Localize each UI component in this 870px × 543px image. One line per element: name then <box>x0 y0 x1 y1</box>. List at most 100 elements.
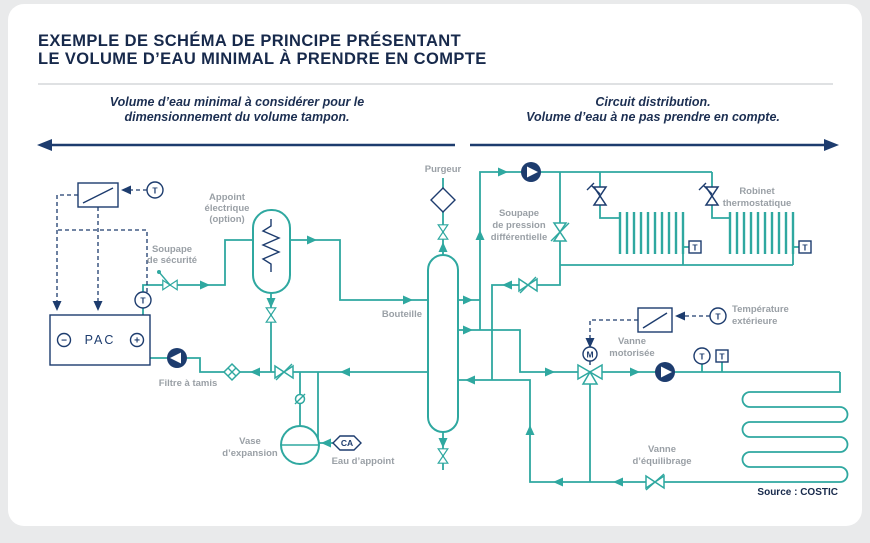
page-title-line2: LE VOLUME D’EAU MINIMAL À PRENDRE EN COM… <box>38 49 487 68</box>
flow-arrow <box>463 295 473 305</box>
distribution-pump <box>521 162 541 182</box>
primary-pump <box>167 348 187 368</box>
balancing-valve-label-line1: Vanne <box>648 444 676 455</box>
flow-arrow <box>613 477 623 487</box>
motorized-valve: M <box>577 346 603 385</box>
page-title-line1: EXEMPLE DE SCHÉMA DE PRINCIPE PRÉSENTANT <box>38 31 461 50</box>
thermostatic-valve-2 <box>698 182 720 206</box>
heating-element-icon <box>261 219 281 272</box>
pac-minus-badge <box>56 332 72 348</box>
radiator-temp-indicator-2-label: T <box>802 243 808 253</box>
pac-minus-sign: − <box>61 336 67 347</box>
pac-supply-temp-sensor <box>134 291 152 309</box>
flow-arrow <box>340 367 350 377</box>
right-zone-caption-line2: Volume d’eau à ne pas prendre en compte. <box>526 110 780 124</box>
makeup-water-pipe <box>317 372 334 444</box>
signal-arrow <box>121 185 131 195</box>
makeup-water-symbol <box>332 435 362 451</box>
balancing-valve-handle <box>645 473 665 491</box>
backup-heater-label-line2: électrique <box>205 203 250 214</box>
pac-plus-sign: + <box>134 336 140 347</box>
outdoor-temp-sensor-label: T <box>715 312 721 322</box>
radiator-temp-indicator-1-label: T <box>692 243 698 253</box>
outdoor-temp-label-line1: Température <box>732 304 789 315</box>
tank-drain-valve <box>265 307 277 323</box>
flow-arrow <box>403 295 413 305</box>
flow-arrow <box>545 367 555 377</box>
diff-pressure-valve-handle <box>550 222 570 242</box>
safety-valve-lever <box>158 271 171 286</box>
diff-pressure-label-line2: de pression <box>492 220 546 231</box>
flow-arrow <box>465 375 475 385</box>
flow-arrow <box>438 242 448 252</box>
radiator-temp-indicator-1 <box>688 240 702 254</box>
buffer-bottle <box>427 254 459 433</box>
pac-plus-badge <box>129 332 145 348</box>
distribution-supply-trunk <box>458 171 712 331</box>
thermostatic-label-line2: thermostatique <box>723 198 792 209</box>
left-zone-caption-line1: Volume d’eau minimal à considérer pour l… <box>110 95 365 109</box>
bottle-drain-valve <box>437 448 449 464</box>
safety-valve-label-line2: de sécurité <box>147 255 197 266</box>
flow-arrow <box>266 298 276 308</box>
thermostatic-valve-1 <box>586 182 608 206</box>
floor-pump <box>655 362 675 382</box>
motor-icon <box>582 346 598 362</box>
control-lines <box>52 185 710 348</box>
flow-arrow <box>321 438 331 448</box>
balancing-valve-label-line2: d’équilibrage <box>632 456 691 467</box>
expansion-vessel-label-line1: Vase <box>239 436 261 447</box>
motor-label: M <box>586 350 593 360</box>
radiator-temp-indicator-2 <box>798 240 812 254</box>
pac-supply-temp-sensor-label: T <box>140 296 146 306</box>
flow-arrow <box>475 230 485 240</box>
sensor-stubs <box>701 362 723 372</box>
signal-arrow <box>93 301 103 311</box>
air-vent-label: Purgeur <box>425 164 462 175</box>
safety-valve-lever-tip <box>157 270 161 274</box>
air-vent-diamond-icon <box>430 187 456 213</box>
makeup-water-symbol-label: CA <box>341 438 353 448</box>
radiator-return-valve-handle <box>519 276 537 294</box>
signal-arrow <box>675 311 685 321</box>
zone-arrows <box>37 139 839 151</box>
controller-curve-icon <box>82 187 114 204</box>
outdoor-temp-sensor <box>709 307 727 325</box>
supply-temp-indicator <box>715 349 729 363</box>
air-vent-valve <box>437 224 449 240</box>
makeup-water-label: Eau d’appoint <box>332 456 396 467</box>
floor-supply-pipe <box>480 329 578 373</box>
backup-heater-label-line1: Appoint <box>209 192 246 203</box>
tank-temp-sensor <box>146 181 164 199</box>
pac-label: PAC <box>85 333 116 347</box>
diff-pressure-label-line3: différentielle <box>491 232 548 243</box>
floor-coil <box>741 372 849 483</box>
header: EXEMPLE DE SCHÉMA DE PRINCIPE PRÉSENTANT… <box>38 31 833 85</box>
left-zone-caption-line2: dimensionnement du volume tampon. <box>124 110 349 124</box>
source-credit: Source : COSTIC <box>757 487 838 498</box>
heating-curve-icon <box>642 312 668 329</box>
flow-arrow <box>553 477 563 487</box>
backup-heater-label-line3: (option) <box>209 214 244 225</box>
controller-signal-a <box>56 194 78 306</box>
flow-arrow <box>200 280 210 290</box>
outdoor-temp-label-line2: extérieure <box>732 316 777 327</box>
flow-arrow <box>307 235 317 245</box>
buffer-bottle-label: Bouteille <box>382 309 422 320</box>
flow-arrow <box>250 367 260 377</box>
expansion-vessel-valve-handle <box>294 393 306 405</box>
supply-sensor-signal <box>57 229 148 292</box>
supply-temp-indicator-label: T <box>719 352 725 362</box>
motorized-valve-label-line2: motorisée <box>609 348 654 359</box>
radiator-return-pipe <box>491 172 561 380</box>
flow-arrow <box>463 325 473 335</box>
flow-arrow <box>502 280 512 290</box>
diff-pressure-label-line1: Soupape <box>499 208 539 219</box>
right-zone-arrowhead <box>824 139 839 151</box>
flow-arrow <box>630 367 640 377</box>
component-labels: Purgeur Appoint électrique (option) Soup… <box>147 164 791 467</box>
return-isolation-valve-handle <box>275 363 293 381</box>
supply-temp-sensor <box>693 347 711 365</box>
thermostatic-label-line1: Robinet <box>739 186 775 197</box>
flow-arrow <box>438 438 448 448</box>
